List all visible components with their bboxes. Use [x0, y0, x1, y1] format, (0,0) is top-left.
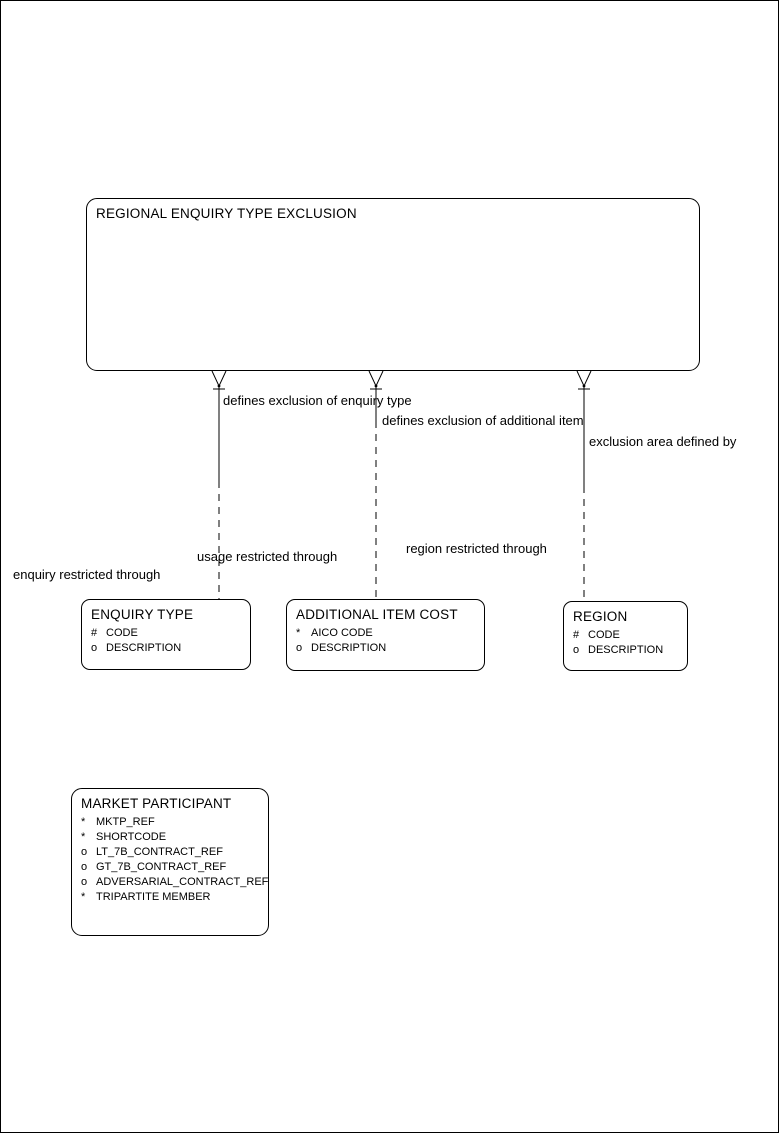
entity-region: REGION # CODE o DESCRIPTION [563, 601, 688, 671]
attribute-name: CODE [106, 627, 138, 639]
attribute-prefix: # [573, 629, 580, 641]
entity-title: REGIONAL ENQUIRY TYPE EXCLUSION [96, 206, 357, 221]
attribute-prefix: * [296, 627, 301, 639]
attribute-prefix: o [91, 642, 98, 654]
relationship-line-region [576, 370, 592, 601]
relationship-label-child-enquiry-type: enquiry restricted through [13, 567, 161, 582]
entity-title: MARKET PARTICIPANT [81, 796, 232, 811]
attribute-row: # CODE [82, 626, 250, 641]
attribute-list: # CODE o DESCRIPTION [82, 626, 250, 656]
attribute-prefix: o [81, 861, 88, 873]
entity-additional-item-cost: ADDITIONAL ITEM COST * AICO CODE o DESCRIP… [286, 599, 485, 671]
entity-enquiry-type: ENQUIRY TYPE # CODE o DESCRIPTION [81, 599, 251, 670]
entity-title: ADDITIONAL ITEM COST [296, 607, 458, 622]
attribute-row: * MKTP_REF [72, 815, 268, 830]
attribute-name: ADVERSARIAL_CONTRACT_REF [96, 876, 269, 888]
relationship-label-parent-region: exclusion area defined by [589, 434, 737, 449]
entity-title: ENQUIRY TYPE [91, 607, 194, 622]
attribute-name: DESCRIPTION [311, 642, 387, 654]
attribute-row: o DESCRIPTION [564, 643, 687, 658]
entity-title: REGION [573, 609, 628, 624]
attribute-list: * MKTP_REF * SHORTCODE o LT_7B_CONTRACT_REF… [72, 815, 268, 905]
attribute-prefix: * [81, 831, 86, 843]
attribute-row: o ADVERSARIAL_CONTRACT_REF [72, 875, 268, 890]
attribute-row: o DESCRIPTION [82, 641, 250, 656]
attribute-row: o LT_7B_CONTRACT_REF [72, 845, 268, 860]
attribute-prefix: o [81, 846, 88, 858]
attribute-prefix: * [81, 891, 86, 903]
entity-market-participant: MARKET PARTICIPANT * MKTP_REF * SHORTCODE … [71, 788, 269, 936]
attribute-name: TRIPARTITE MEMBER [96, 891, 211, 903]
attribute-row: o DESCRIPTION [287, 641, 484, 656]
attribute-name: MKTP_REF [96, 816, 155, 828]
attribute-prefix: # [91, 627, 98, 639]
relationship-line-additional-item-cost [368, 370, 384, 599]
attribute-name: LT_7B_CONTRACT_REF [96, 846, 223, 858]
attribute-row: # CODE [564, 628, 687, 643]
attribute-list: * AICO CODE o DESCRIPTION [287, 626, 484, 656]
attribute-name: SHORTCODE [96, 831, 167, 843]
attribute-row: o GT_7B_CONTRACT_REF [72, 860, 268, 875]
attribute-row: * SHORTCODE [72, 830, 268, 845]
attribute-list: # CODE o DESCRIPTION [564, 628, 687, 658]
entity-regional-enquiry-type-exclusion: REGIONAL ENQUIRY TYPE EXCLUSION [86, 198, 700, 371]
relationship-label-child-region: region restricted through [406, 541, 547, 556]
attribute-name: DESCRIPTION [588, 644, 664, 656]
relationship-label-parent-additional-item: defines exclusion of additional item [382, 413, 584, 428]
attribute-prefix: o [573, 644, 580, 656]
attribute-name: AICO CODE [311, 627, 373, 639]
attribute-row: * AICO CODE [287, 626, 484, 641]
attribute-name: CODE [588, 629, 620, 641]
attribute-name: GT_7B_CONTRACT_REF [96, 861, 227, 873]
relationship-label-child-additional-item: usage restricted through [197, 549, 338, 564]
relationship-label-parent-enquiry-type: defines exclusion of enquiry type [223, 393, 412, 408]
attribute-prefix: o [296, 642, 303, 654]
attribute-prefix: o [81, 876, 88, 888]
relationship-line-enquiry-type [211, 370, 227, 599]
attribute-prefix: * [81, 816, 86, 828]
attribute-name: DESCRIPTION [106, 642, 182, 654]
attribute-row: * TRIPARTITE MEMBER [72, 890, 268, 905]
crow-foot-icon [576, 370, 592, 390]
